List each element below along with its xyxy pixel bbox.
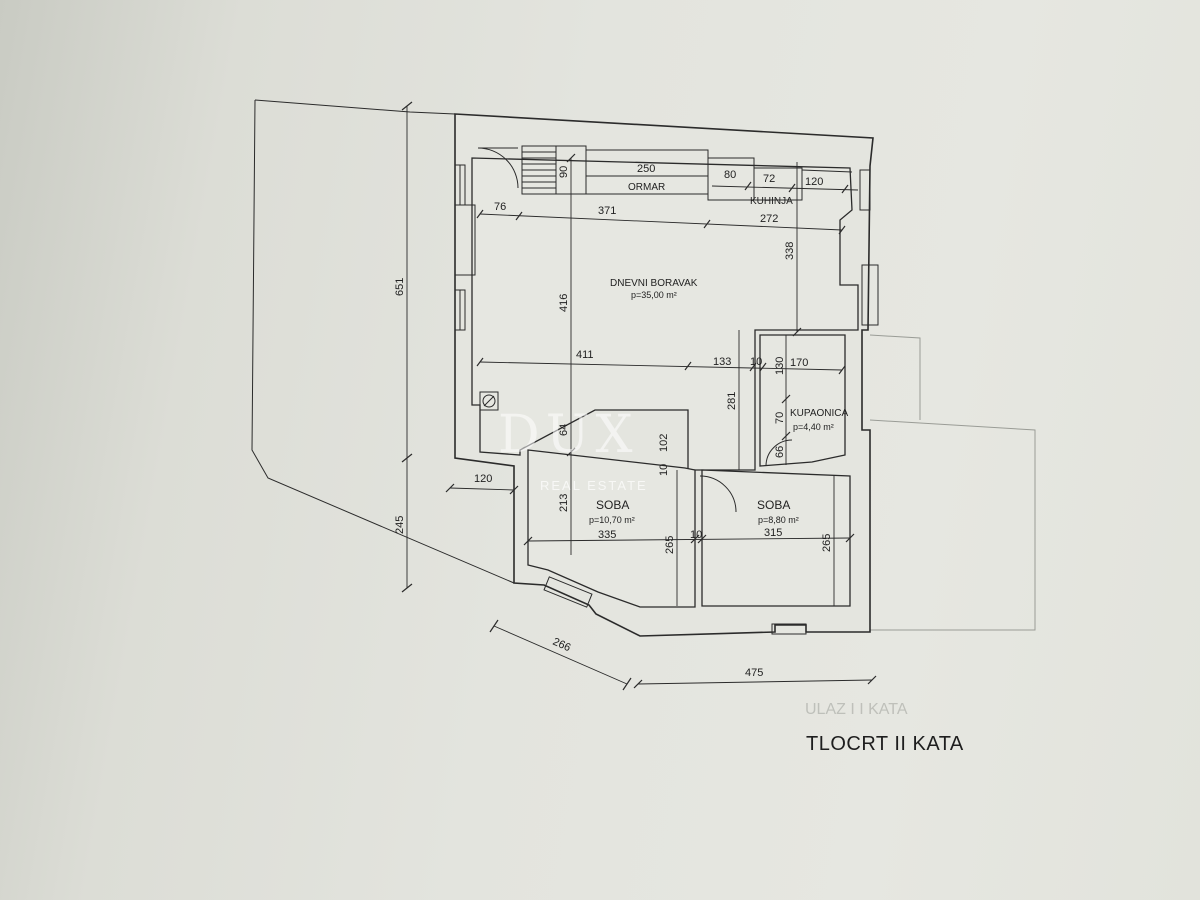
dim-130: 130: [774, 357, 786, 375]
label-ormar: ORMAR: [628, 182, 665, 193]
dim-10-b: 10: [658, 464, 670, 476]
area-soba-2: p=8,80 m²: [758, 515, 799, 525]
dim-10-a: 10: [750, 356, 762, 368]
watermark-logo: DUX: [498, 405, 639, 465]
dim-70: 70: [774, 412, 786, 424]
dim-266: 266: [551, 636, 573, 654]
site-boundary: [251, 99, 1036, 631]
dimension-lines: [401, 101, 877, 691]
dim-335: 335: [598, 529, 616, 541]
dim-90: 90: [558, 166, 570, 178]
dim-651: 651: [394, 278, 406, 296]
label-kupaonica: KUPAONICA: [790, 408, 848, 419]
label-dnevni-boravak: DNEVNI BORAVAK: [610, 278, 698, 289]
label-soba-1: SOBA: [596, 498, 629, 512]
drawing-title: TLOCRT II KATA: [806, 733, 964, 755]
label-soba-2: SOBA: [757, 498, 790, 512]
dim-76: 76: [494, 201, 506, 213]
label-kuhinja: KUHINJA: [750, 196, 793, 207]
dim-245: 245: [394, 516, 406, 534]
dim-72: 72: [763, 173, 775, 185]
dim-371: 371: [598, 205, 616, 217]
room2-door-swing: [699, 475, 737, 513]
area-soba-1: p=10,70 m²: [589, 515, 635, 525]
room-soba-2: [701, 469, 851, 607]
windows-left: [454, 164, 476, 331]
windows-bottom: [543, 576, 807, 635]
dim-133: 133: [713, 356, 731, 368]
watermark-subtitle: REAL ESTATE: [540, 478, 648, 493]
dim-170: 170: [790, 357, 808, 369]
windows-right: [859, 169, 879, 326]
dim-281: 281: [726, 392, 738, 410]
dim-102: 102: [658, 434, 670, 452]
dim-416: 416: [558, 294, 570, 312]
dim-66: 66: [774, 446, 786, 458]
ghost-bleed-text: ULAZ I I KATA: [805, 701, 908, 718]
entrance-door-swing: [477, 147, 519, 189]
living-room-floor: [471, 157, 859, 471]
dim-475: 475: [745, 667, 763, 679]
dim-315: 315: [764, 527, 782, 539]
dim-10-c: 10: [690, 529, 702, 541]
chimney-symbol: [479, 391, 499, 411]
area-dnevni-boravak: p=35,00 m²: [631, 290, 677, 300]
bathroom-door-swing: [765, 439, 793, 467]
dim-80: 80: [724, 169, 736, 181]
dim-265-b: 265: [821, 534, 833, 552]
kitchen-counter: [585, 149, 853, 201]
dim-250: 250: [637, 163, 655, 175]
dim-120-left: 120: [474, 473, 492, 485]
dim-213: 213: [558, 494, 570, 512]
dim-120-top: 120: [805, 176, 823, 188]
area-kupaonica: p=4,40 m²: [793, 422, 834, 432]
room-kupaonica: [759, 334, 846, 467]
dim-338: 338: [784, 242, 796, 260]
dim-265-a: 265: [664, 536, 676, 554]
dim-64: 64: [558, 424, 570, 436]
dim-272: 272: [760, 213, 778, 225]
room-soba-1: [527, 449, 696, 608]
dim-411: 411: [576, 349, 594, 361]
